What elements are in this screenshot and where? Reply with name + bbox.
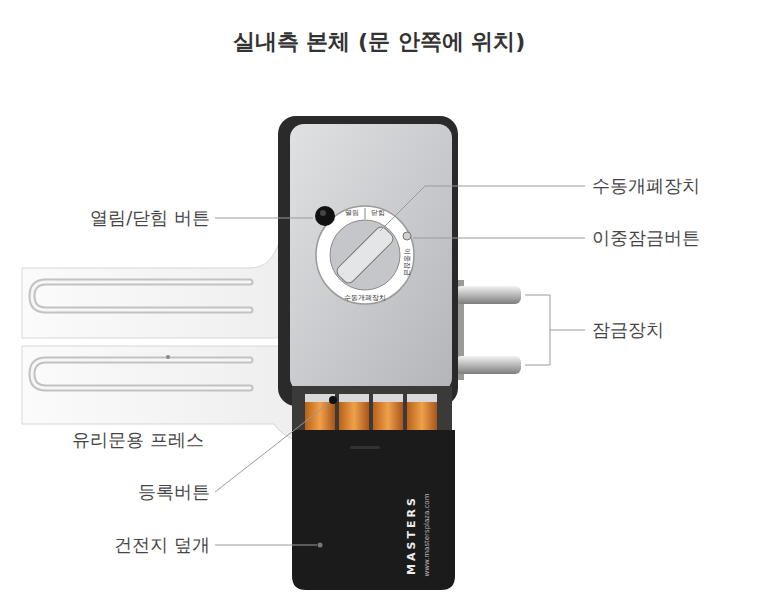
part-label: 유리문용 프레스 [72, 430, 204, 451]
leader-lines [413, 238, 585, 239]
battery-cover [318, 543, 323, 548]
lock-pins [455, 286, 521, 304]
lock-pins [448, 280, 521, 380]
part-label: 건전지 덮개 [114, 535, 210, 556]
manual-dial [330, 220, 400, 290]
batteries [339, 394, 369, 402]
dial-marking: 이중잠금 [403, 248, 411, 276]
part-label: 수동개폐장치 [592, 176, 700, 197]
glass-press [32, 282, 250, 310]
lock-pins [455, 356, 521, 374]
batteries [407, 394, 437, 402]
glass-press [166, 355, 170, 359]
glass-press [32, 360, 250, 388]
lock-body [278, 116, 458, 436]
glass-press [22, 226, 296, 338]
open-close-button [315, 206, 335, 226]
manual-dial [335, 225, 396, 286]
open-close-button [320, 210, 326, 216]
manual-dial [316, 206, 414, 304]
manual-dial [403, 232, 411, 240]
glass-press [32, 360, 250, 388]
part-label: 등록버튼 [138, 482, 210, 503]
leader-lines [215, 218, 313, 219]
batteries [373, 394, 403, 402]
manual-dial [365, 208, 366, 219]
battery-cover [350, 446, 380, 449]
lock-body [278, 116, 458, 406]
battery-cover [292, 430, 455, 590]
brand-name: MASTERS [406, 495, 419, 575]
dial-marking: 닫힘 [371, 209, 385, 217]
leader-lines [215, 403, 329, 492]
lock-body [290, 124, 452, 392]
glass-press [22, 346, 296, 440]
part-label: 이중잠금버튼 [592, 228, 700, 249]
leader-lines [525, 295, 585, 365]
battery-cover [292, 430, 455, 590]
dial-marking: 열림 [345, 209, 359, 217]
glass-press [22, 226, 296, 440]
manual-dial [316, 206, 414, 304]
part-label: 잠금장치 [592, 320, 664, 341]
dial-marking: 수동개폐장치 [344, 294, 386, 302]
glass-press [32, 282, 250, 310]
page-title: 실내측 본체 (문 안쪽에 위치) [233, 29, 526, 54]
leader-lines [215, 545, 317, 546]
brand-url: www.mastersplaza.com [423, 494, 431, 577]
part-label: 열림/닫힘 버튼 [90, 208, 210, 229]
leader-lines [380, 186, 585, 231]
batteries [329, 396, 337, 404]
open-close-button [315, 206, 335, 226]
leader-lines [215, 186, 585, 545]
